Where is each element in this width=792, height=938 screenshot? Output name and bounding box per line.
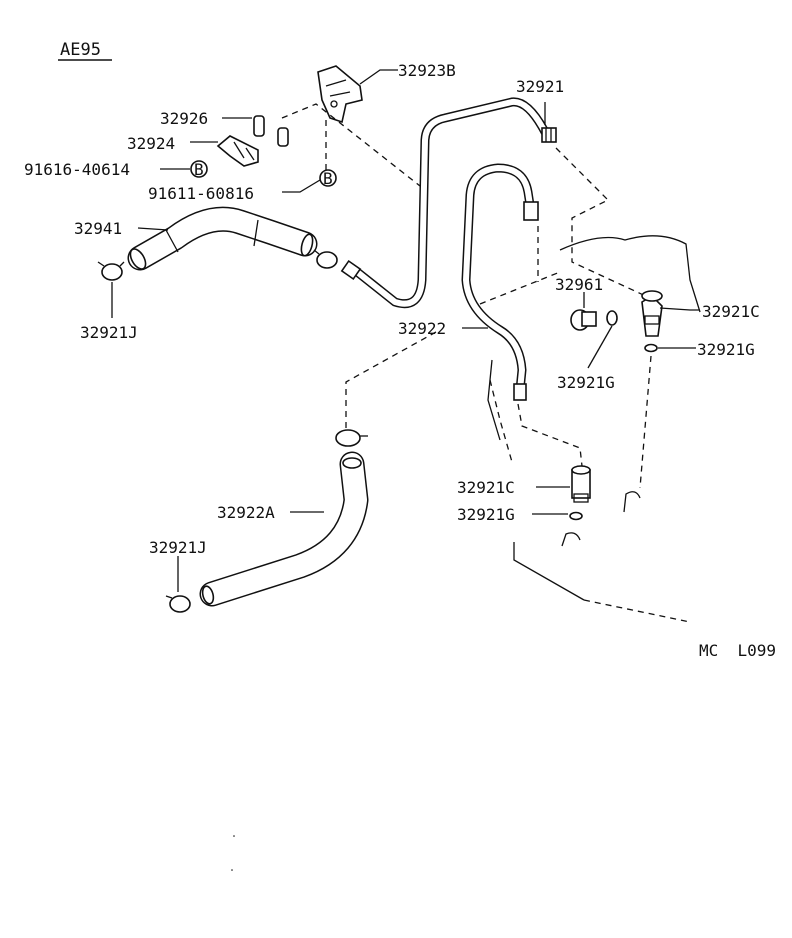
leader-32923b [359,69,398,85]
label-32922a: 32922A [217,503,275,522]
label-32921: 32921 [516,77,564,96]
port-low [561,532,581,547]
diagram-code: MC L099 [699,641,776,660]
engine-outline-base-dash [583,599,691,623]
hose-clamp-icon [97,261,125,281]
label-91611-60816: 91611-60816 [148,184,254,203]
gasket-ring-icon [569,511,583,521]
label-32923b: 32923B [398,61,456,80]
bracket-32923b [317,65,363,124]
pipe-32922-end-top [523,201,539,221]
hose-clamp-icon [313,249,338,269]
pipe-32922-end-bottom [513,383,527,401]
grommet-32926 [253,115,289,147]
label-32926: 32926 [160,109,208,128]
pipe-end-fitting-left [340,259,362,281]
label-32961: 32961 [555,275,603,294]
guide-pipe-to-union [555,147,651,299]
union-bolt-32961 [570,309,618,331]
label-32941: 32941 [74,219,122,238]
label-32921c-right: 32921C [702,302,760,321]
speck [233,835,235,837]
speck [231,869,233,871]
label-32921j-top: 32921J [80,323,138,342]
guide-right-down [639,355,652,489]
bolt-b-marker-icon: B [190,160,208,179]
guide-cross [479,271,561,305]
engine-outline-left [489,379,513,463]
rubber-hose-32941 [127,206,318,271]
model-code: AE95 [60,40,101,60]
label-32921c-low: 32921C [457,478,515,497]
leader-91611 [282,179,321,193]
hose-clamp-icon [335,429,368,447]
engine-outline-left-solid [487,359,501,441]
svg-text:B: B [323,169,333,188]
guide-bracket-to-pipe [281,103,421,187]
label-32921g-mid: 32921G [557,373,615,392]
leader-32921c-right [659,307,700,311]
metal-pipe-32921 [351,97,550,309]
port-right [623,491,641,513]
label-32921g-right: 32921G [697,340,755,359]
label-32924: 32924 [127,134,175,153]
engine-outline-base [513,542,585,601]
union-fitting-icon [571,465,591,503]
label-32921j-low: 32921J [149,538,207,557]
pipe-end-fitting-top [541,127,557,143]
rubber-hose-32922a [199,451,369,607]
leader-32941 [137,227,169,231]
label-32921g-low: 32921G [457,505,515,524]
bolt-b-marker-icon: B [319,169,337,188]
guide-32922-to-union [517,403,583,467]
metal-pipe-32922 [461,163,535,395]
svg-text:B: B [194,160,204,179]
guide-to-lower-hose [345,331,437,430]
hose-clamp-icon [165,595,191,613]
label-91616-40614: 91616-40614 [24,160,130,179]
union-fitting-icon [641,290,663,337]
gasket-ring-icon [644,343,658,353]
engine-outline-top [559,235,701,313]
leader-32921g-mid [587,325,613,369]
label-32922: 32922 [398,319,446,338]
clamp-32924 [216,135,259,167]
